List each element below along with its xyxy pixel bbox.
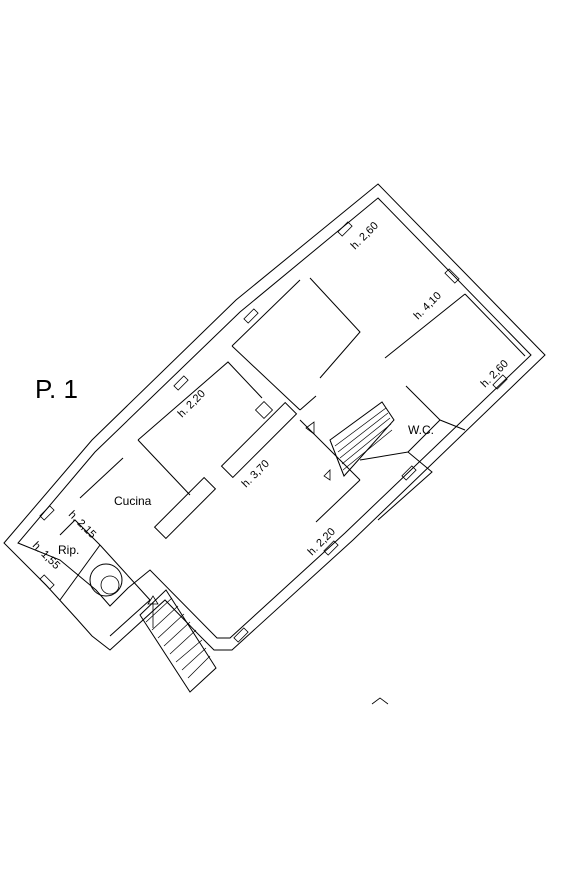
floor-title: P. 1	[35, 374, 78, 404]
outer-walls	[3, 183, 546, 651]
room-label-rip: Rip.	[58, 543, 79, 557]
stair-entrance	[139, 589, 217, 693]
room-label-cucina: Cucina	[114, 494, 152, 508]
height-label-left-room: h. 2,20	[176, 388, 208, 420]
height-label-middle-right: h. 4,10	[412, 290, 444, 322]
height-label-top: h. 2,60	[349, 220, 381, 252]
caret-mark	[371, 697, 389, 705]
room-label-wc: W.C.	[408, 423, 434, 437]
spiral-stair	[89, 563, 123, 597]
height-label-right: h. 2,60	[479, 358, 511, 390]
stair-center	[305, 401, 395, 481]
interior-walls	[59, 277, 526, 637]
height-label-center: h. 3,70	[240, 458, 272, 490]
windows	[39, 221, 508, 643]
